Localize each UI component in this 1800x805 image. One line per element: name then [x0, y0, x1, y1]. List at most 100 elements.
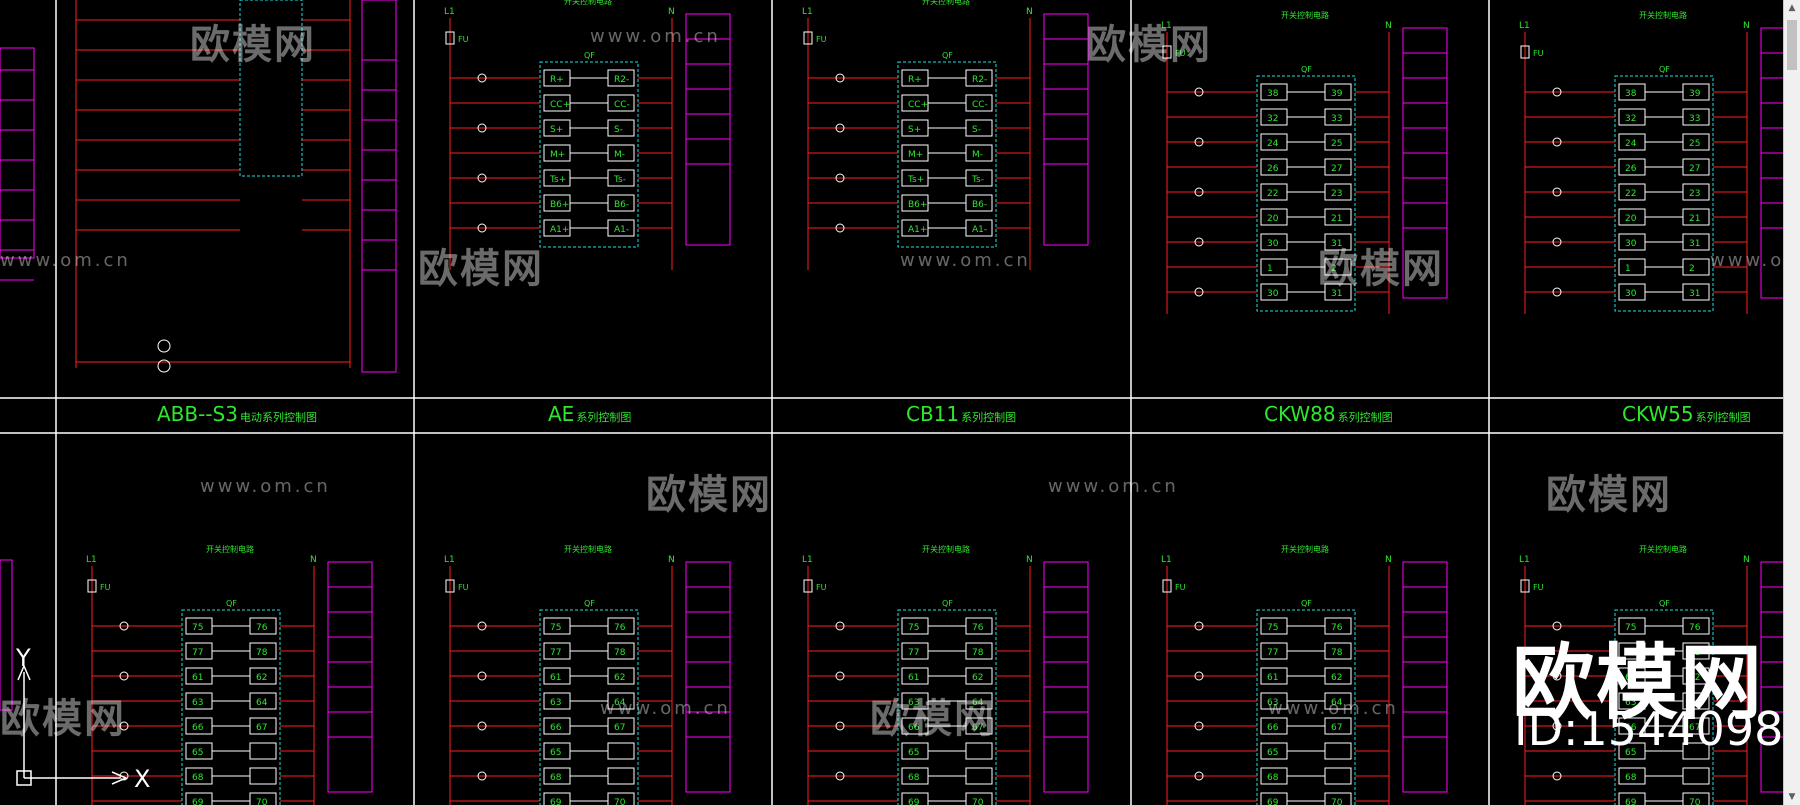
label-live: L1	[802, 555, 813, 565]
watermark-brand: 欧模网	[1086, 22, 1212, 68]
terminal-number: 31	[1689, 239, 1700, 249]
title-suffix: 电动系列控制图	[239, 411, 317, 424]
label-live: L1	[444, 7, 455, 17]
terminal-number: 65	[908, 748, 919, 758]
terminal-number: 25	[1689, 139, 1700, 149]
terminal-number: 21	[1689, 214, 1700, 224]
breaker-box	[1614, 75, 1714, 312]
label-live: L1	[1161, 21, 1172, 31]
terminal-number: 38	[1267, 89, 1279, 99]
lamp	[1194, 287, 1204, 297]
terminal-number: 68	[1267, 773, 1279, 783]
watermark-url: www.om.cn	[200, 476, 331, 497]
terminal-number: 70	[1689, 798, 1701, 805]
fuse-symbol	[1162, 45, 1172, 59]
terminal-number: Ts+	[907, 175, 924, 185]
label-neutral: N	[1743, 21, 1750, 31]
legend-table	[361, 0, 397, 373]
terminal-number: 78	[256, 648, 268, 658]
ucs-y-label: Y	[16, 644, 31, 672]
lamp	[477, 771, 487, 781]
terminal-number: 31	[1689, 289, 1700, 299]
section-heading: 开关控制电路	[564, 0, 612, 6]
lamp	[1552, 87, 1562, 97]
terminal-number: A1+	[908, 225, 927, 235]
watermark-brand: 欧模网	[646, 472, 772, 518]
terminal-number: 64	[1689, 698, 1701, 708]
terminal-number: 65	[1267, 748, 1278, 758]
label-neutral: N	[1385, 555, 1392, 565]
terminal-number: A1+	[550, 225, 569, 235]
terminal-number: 38	[1625, 89, 1637, 99]
watermark-url: www.om.cn	[900, 250, 1031, 271]
terminal-number: 70	[614, 798, 626, 805]
lamp	[1552, 237, 1562, 247]
terminal-number: 67	[1689, 723, 1700, 733]
terminal-number: 27	[1331, 164, 1342, 174]
section-heading: 开关控制电路	[1281, 544, 1329, 554]
terminal-number: 2	[1331, 264, 1337, 274]
terminal-number: 68	[192, 773, 204, 783]
terminal-number: 26	[1625, 164, 1637, 174]
legend-table	[1043, 13, 1089, 246]
lamp	[1194, 721, 1204, 731]
scroll-thumb[interactable]	[1787, 20, 1797, 70]
terminal-number: 64	[1331, 698, 1343, 708]
watermark-url: www.om.cn	[600, 698, 731, 719]
legend-table	[1402, 561, 1448, 793]
lamp	[477, 73, 487, 83]
section-heading: 开关控制电路	[922, 544, 970, 554]
terminal-number: 25	[1331, 139, 1342, 149]
title-main: AE	[548, 402, 575, 426]
breaker-box	[1256, 609, 1356, 805]
lamp	[835, 721, 845, 731]
terminal-number: 75	[908, 623, 919, 633]
terminal-number: 23	[1331, 189, 1342, 199]
lamp	[1194, 87, 1204, 97]
terminal-number: 26	[1267, 164, 1279, 174]
label-fuse: FU	[458, 35, 469, 44]
scroll-up-icon[interactable]: ▲	[1788, 3, 1796, 13]
terminal	[1260, 258, 1288, 276]
terminal-number: S+	[550, 125, 563, 135]
terminal-number: Ts-	[971, 175, 984, 185]
fuse-symbol	[445, 579, 455, 593]
breaker-box	[539, 61, 639, 248]
terminal-number: 69	[550, 798, 562, 805]
lamp	[1194, 621, 1204, 631]
section-heading: 开关控制电路	[1639, 10, 1687, 20]
lamp	[477, 223, 487, 233]
watermark-brand: 欧模网	[0, 696, 126, 742]
vertical-scrollbar[interactable]: ▲ ▼	[1783, 0, 1800, 805]
lamp	[835, 123, 845, 133]
lamp	[835, 73, 845, 83]
label-live: L1	[444, 555, 455, 565]
section-heading: 开关控制电路	[922, 0, 970, 6]
label-neutral: N	[668, 7, 675, 17]
ucs-x-label: X	[134, 765, 151, 793]
terminal-number: 63	[1625, 698, 1636, 708]
label-fuse: FU	[100, 583, 111, 592]
terminal-number: 61	[550, 673, 561, 683]
terminal	[965, 767, 993, 785]
fuse-symbol	[803, 579, 813, 593]
watermark-brand: 欧模网	[1546, 472, 1672, 518]
terminal-number: 68	[908, 773, 920, 783]
terminal-number: 75	[1625, 623, 1636, 633]
fuse-symbol	[803, 31, 813, 45]
terminal-number: 65	[192, 748, 203, 758]
terminal-number: M+	[550, 150, 565, 160]
terminal-number: 69	[192, 798, 204, 805]
terminal-number: 66	[908, 723, 920, 733]
breaker-box	[897, 61, 997, 248]
label-fuse: FU	[1533, 583, 1544, 592]
label-fuse: FU	[1175, 583, 1186, 592]
terminal-number: CC+	[908, 100, 928, 110]
scroll-down-icon[interactable]: ▼	[1788, 792, 1796, 802]
